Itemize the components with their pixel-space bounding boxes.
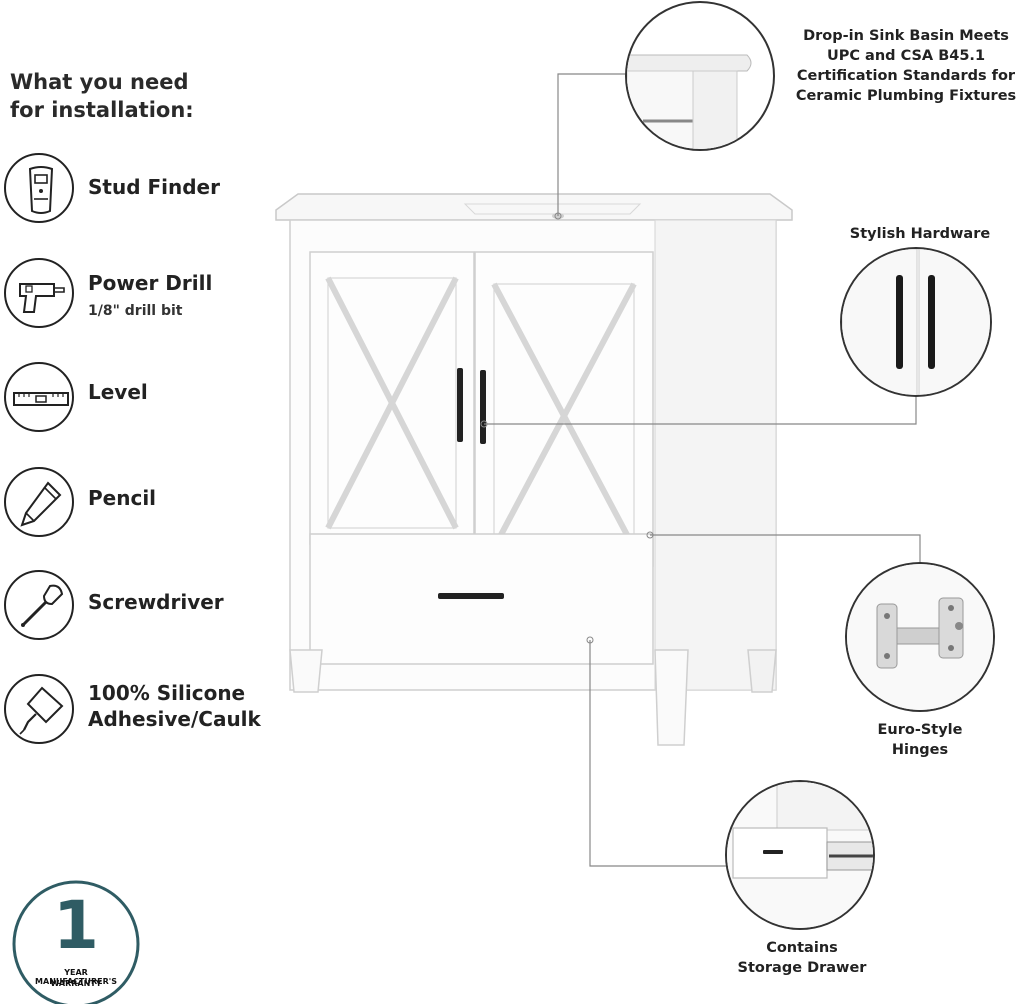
tool-label-screwdriver: Screwdriver [88, 590, 224, 614]
warranty-line-2: WARRANTY [50, 979, 102, 988]
sink-callout-line-2: UPC and CSA B45.1 [826, 48, 986, 64]
sink-callout: Drop-in Sink Basin Meets UPC and CSA B45… [782, 26, 1024, 106]
tool-label-power-drill: Power Drill [88, 271, 213, 295]
heading-line-1: What you need [10, 70, 189, 94]
stud-finder-icon [4, 153, 74, 223]
installation-heading: What you need for installation: [10, 68, 194, 124]
tool-label-caulk-line-2: Adhesive/Caulk [88, 707, 261, 731]
screwdriver-icon [4, 570, 74, 640]
warranty-number: 1 [53, 887, 99, 964]
drawer-callout-line-2: Storage Drawer [737, 960, 867, 976]
sink-callout-line-3: Certification Standards for [796, 68, 1016, 84]
warranty-line-1: YEAR MANUFACTURER'S [35, 968, 117, 986]
hinge-detail-image [845, 562, 995, 712]
caulk-tube-icon [4, 674, 74, 744]
hinges-callout: Euro-Style Hinges [845, 720, 995, 760]
drawer-callout-line-1: Contains [766, 940, 838, 956]
warranty-badge: 1 YEAR MANUFACTURER'S WARRANTY [8, 876, 144, 1008]
pencil-icon [4, 467, 74, 537]
hinges-callout-line-1: Euro-Style [877, 722, 963, 738]
drawer-detail-image [725, 780, 875, 930]
tool-label-caulk-line-1: 100% Silicone [88, 681, 246, 705]
hardware-callout: Stylish Hardware [849, 226, 991, 242]
tool-label-level: Level [88, 380, 148, 404]
sink-callout-line-4: Ceramic Plumbing Fixtures [795, 88, 1017, 104]
sink-callout-line-1: Drop-in Sink Basin Meets [803, 28, 1009, 44]
vanity-illustration [275, 193, 793, 746]
tool-label-stud-finder: Stud Finder [88, 175, 220, 199]
drawer-callout: Contains Storage Drawer [722, 938, 882, 978]
tool-label-pencil: Pencil [88, 486, 157, 510]
hardware-detail-image [840, 247, 992, 397]
heading-line-2: for installation: [10, 98, 194, 122]
power-drill-icon [4, 258, 74, 328]
level-icon [4, 362, 74, 432]
tool-sub-drill-bit: 1/8" drill bit [88, 303, 183, 319]
hinges-callout-line-2: Hinges [891, 742, 949, 758]
sink-detail-image [625, 1, 775, 151]
